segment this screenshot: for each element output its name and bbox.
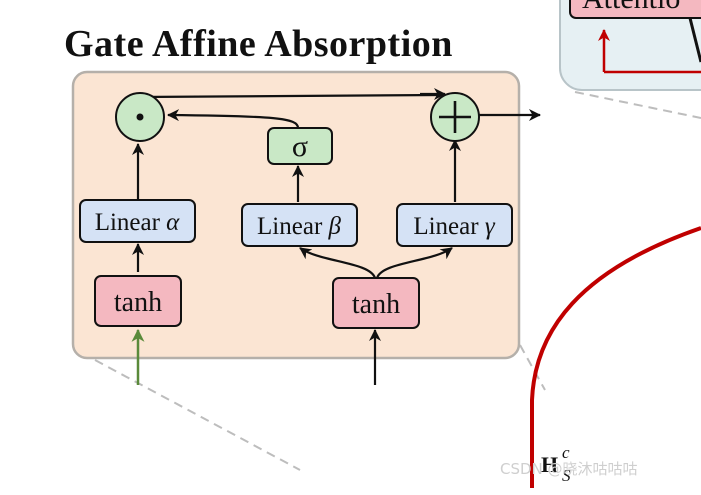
multiply-node [115,92,165,142]
tanh-left-label: tanh [114,287,162,318]
top-right-panel: Attentio [559,0,701,91]
zoom-line-right [519,344,546,391]
multiply-dot-icon [136,113,144,121]
linear-beta-label: Linear β [257,213,341,240]
hidden-state-base: H [541,452,558,477]
hidden-state-label: H c S [541,443,571,485]
sigma-node: σ [267,127,333,165]
linear-alpha-node: Linear α [79,199,196,243]
linear-alpha-label: Linear α [95,209,180,236]
zoom-line-bottom [94,359,301,471]
tanh-right-label: tanh [352,289,400,320]
tanh-to-beta-arrow [299,247,377,279]
watermark: CSDN @晓沐咕咕咕 [500,460,638,478]
attention-label: Attentio [582,0,680,15]
tanh-to-gamma-arrow [375,247,453,279]
attention-block [569,0,701,19]
linear-gamma-label: Linear γ [413,213,495,240]
sigma-label: σ [292,130,308,163]
red-curve [530,226,701,488]
tanh-right-node: tanh [332,277,420,329]
tanh-left-node: tanh [94,275,182,327]
sigma-to-multiply-arrow [167,109,300,129]
zoom-line-top [574,91,701,119]
multiply-to-add-line [137,93,442,99]
hidden-state-sup: c [562,443,570,462]
diagram-title: Gate Affine Absorption [64,23,453,65]
add-node [430,92,480,142]
black-diagonal-line [688,17,701,63]
linear-gamma-node: Linear γ [396,203,513,247]
plus-icon [439,101,471,133]
linear-beta-node: Linear β [241,203,358,247]
hidden-state-sub: S [562,466,571,485]
